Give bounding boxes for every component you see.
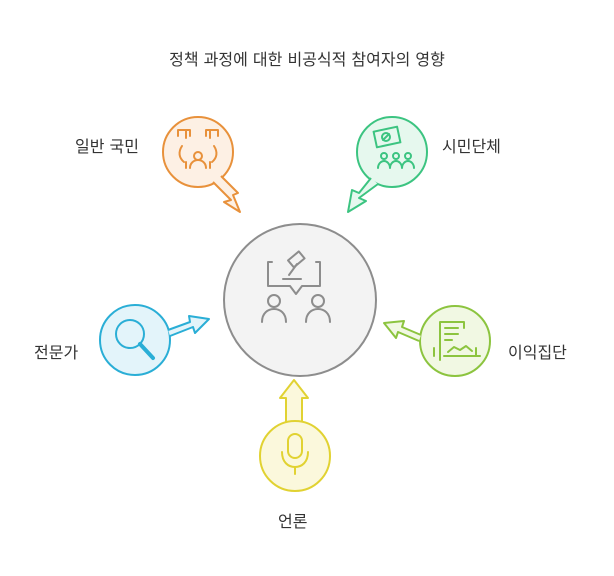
microphone-icon xyxy=(281,433,309,475)
label-civic: 시민단체 xyxy=(442,137,501,156)
policy-discussion-icon xyxy=(261,250,331,323)
arrow-expert xyxy=(167,315,210,337)
arrow-interest xyxy=(383,320,422,342)
diagram-title: 정책 과정에 대한 비공식적 참여자의 영향 xyxy=(169,50,445,69)
node-expert xyxy=(99,304,210,376)
handshake-contract-icon xyxy=(433,321,481,361)
civic-protest-icon xyxy=(372,125,415,169)
public-crowd-icon xyxy=(177,129,219,169)
node-civic xyxy=(347,116,428,213)
center-hub xyxy=(223,223,377,377)
arrow-media xyxy=(279,379,309,428)
magnifier-icon xyxy=(115,319,155,360)
label-media: 언론 xyxy=(278,512,308,531)
label-expert: 전문가 xyxy=(34,343,79,362)
label-interest: 이익집단 xyxy=(508,343,567,362)
arrow-public xyxy=(212,175,241,213)
node-public xyxy=(162,116,241,213)
node-interest xyxy=(383,305,491,377)
node-media xyxy=(259,379,331,492)
label-public: 일반 국민 xyxy=(75,137,139,156)
arrow-civic xyxy=(347,177,379,213)
